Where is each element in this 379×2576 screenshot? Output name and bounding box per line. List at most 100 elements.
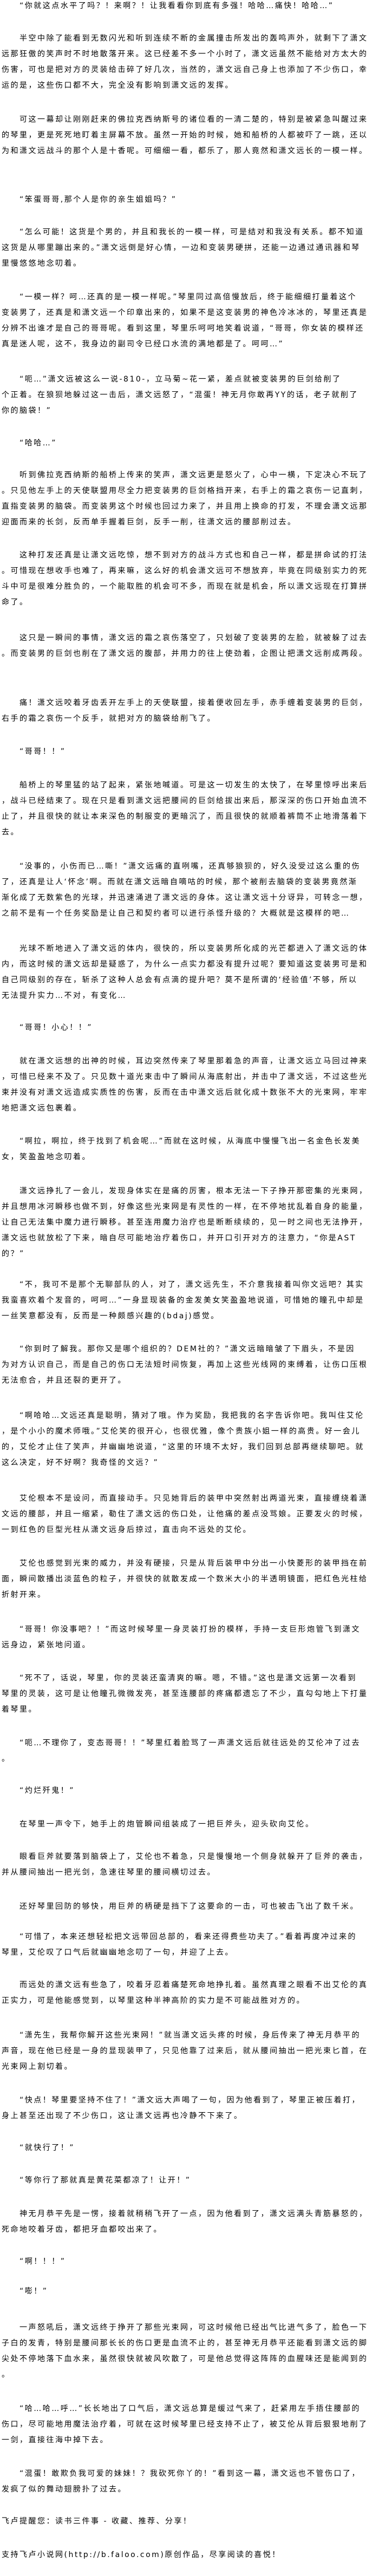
paragraph: 神无月恭平先是一愣，接着就稍稍飞开了一点，因为他看到了，潇文远满头青筋暴怒的，死… xyxy=(2,2209,379,2240)
text-line: 止了，并且很快的就让本来深色的制服变的更暗沉了，而且很快的就顺着裤筒不止地滑落着… xyxy=(2,812,368,821)
paragraph: “就快行了！” xyxy=(2,2143,379,2159)
footer-reminder-text: 飞卢提醒您：读书三件事 - 收藏、推荐、分享！ xyxy=(2,2517,192,2526)
text-line: 而远处的潇文远有些急了，咬着牙忍着痛楚死命地挣扎着。虽然真理之眼看不出艾伦的真 xyxy=(19,1981,368,1989)
text-line: 子白的发青，特别是腰间那长长的伤口更是血流不止的，甚至神无月恭平还能看到潇文远的… xyxy=(2,2339,368,2348)
paragraph: 这只是一瞬间的事情，潇文远的霜之哀伤落空了，只划破了变装男的左脸，就被躲了过去。… xyxy=(2,633,379,665)
text-line: “哥哥！！” xyxy=(19,747,66,756)
text-line: 死命地咬着牙齿，都把牙血都咬出来了。 xyxy=(2,2225,162,2234)
paragraph: 痛！潇文远咬着牙齿丢开左手上的天使联盟，接着便收回左手，赤手缠着变装男的巨剑，右… xyxy=(2,698,379,730)
text-line: 并从腰间抽出一把光剑，急速往琴里的腰间横切过去。 xyxy=(2,1868,216,1877)
paragraph: “快点！琴里要坚持不住了！”潇文远大声喝了一句，因为他看到了，琴里正被压着打， 身… xyxy=(2,2095,379,2127)
text-line: 面，瞬间散播出淡蓝色的粒子，并很快的就散发成一个数米大小的半透明镜面，把红色光柱… xyxy=(2,1575,368,1583)
paragraph: “混蛋！敢欺负我可爱的妹妹！？我砍死你丫的！”看到这一幕，潇文远也不管伤口了， 发… xyxy=(2,2469,379,2500)
text-line: “不，我可不是那个无聊部队的人，对了，潇文远先生，不介意我接着叫你文远吧？其实 xyxy=(19,1280,364,1289)
text-line: 右手的霜之哀伤一个反手，就把对方的脑袋给削飞了。 xyxy=(2,714,216,723)
text-line: “等你行了那就真是黄花菜都凉了！让开！” xyxy=(19,2176,191,2185)
text-line: ，是个小小的魔术师哦。”艾伦笑的很开心，也很优雅，像个贵族小姐一样的高贵。好一会… xyxy=(2,1427,361,1436)
text-line: 船桥上的琴里猛的站了起来，紧张地喊道。可是这一切发生的太快了，在琴里惊呼出来后 xyxy=(19,781,368,790)
text-line: 束并没有对潇文远造成实质性的伤害，反而在击中潇文远后就化成十数张不大的光束网，牢… xyxy=(2,1088,368,1097)
text-line: 之前不是有一个任务奖励是让自己和契约者可以进行杀怪升级的？大概就是这模样的吧… xyxy=(2,909,350,918)
paragraph: “哥哥！小心！！” xyxy=(2,1023,379,1039)
paragraph: “嘭！” xyxy=(2,2286,379,2302)
text-line: 真是迷人呢，这不，我身边的副司令已经口水流的满地都是了。呵呵…” xyxy=(2,340,284,349)
text-line: 无法愈合，并且还裂的更开了。 xyxy=(2,1376,127,1385)
paragraph: “可惜了，本来还想轻松把文远带回总部的，看来还得费些功夫了。”看着再度冲过来的琴… xyxy=(2,1932,379,1963)
text-line: 发疯了似的舞动翅膀扑了过去。 xyxy=(2,2485,127,2494)
text-line: 潇文远也就放松了下来，暗自尽可能地治疗着伤口，并开口引开对方的注意力，“你是AS… xyxy=(2,1234,356,1243)
text-line: 我蛮喜欢着个发音的，呵呵…”一身显现装备的金发美女笑盈盈地说道，可惜她的瞳孔中却… xyxy=(2,1296,364,1305)
text-line: 半空中除了能看到无数闪光和听到连续不断的金属撞击所发出的轰鸣声外，就剩下了潇文 xyxy=(19,34,368,43)
paragraph: 眼看巨斧就要落到脑袋上了，艾伦也不着急，只是慢慢地一个侧身就躲开了巨斧的袭击，并… xyxy=(2,1852,379,1883)
paragraph: 还好琴里回防的够快，用巨斧的柄硬是挡下了这要命的一击，可也被击飞出了数千米。 xyxy=(2,1902,379,1917)
text-line: “混蛋！敢欺负我可爱的妹妹！？我砍死你丫的！”看到这一幕，潇文远也不管伤口了， xyxy=(19,2469,361,2478)
text-line: 。 xyxy=(2,1754,11,1763)
paragraph: 船桥上的琴里猛的站了起来，紧张地喊道。可是这一切发生的太快了，在琴里惊呼出来后 ，… xyxy=(2,780,379,843)
paragraph: “啊！！！” xyxy=(2,2257,379,2272)
paragraph: “没事的，小伤而已…嘶！”潇文远痛的直咧嘴，还真够狼狈的，好久没受过这么重的伤了… xyxy=(2,862,379,924)
text-line: ，战斗已经结束了。现在只是看到潇文远把腰间的巨剑给拔出来后，那深深的伤口开始血流… xyxy=(2,797,368,805)
text-line: “哈…哈…呼…”长长地出了口气后，潇文远总算是缓过气来了，赶紧用左手捂住腰部的 xyxy=(19,2404,361,2413)
text-line: 一剑，直接往海中掉下去。 xyxy=(2,2436,109,2444)
text-line: 折射开来。 xyxy=(2,1591,47,1599)
text-line: 了，还真是让人‘怀念’啊。而就在潇文远暗自嘀咕的时候，那个被削去脑袋的变装男竟然… xyxy=(2,878,358,886)
text-line: “可惜了，本来还想轻松把文远带回总部的，看来还得费些功夫了。”看着再度冲过来的 xyxy=(19,1933,357,1941)
text-line: 的？” xyxy=(2,1250,25,1258)
paragraph: 在琴里一声令下，她手上的炮管瞬间组装成了一把巨斧头，迎头砍向艾伦。 xyxy=(2,1819,379,1835)
text-line: “快点！琴里要坚持不住了！”潇文远大声喝了一句，因为他看到了，琴里正被压着打， xyxy=(19,2096,361,2105)
text-line: “嘭！” xyxy=(19,2287,48,2296)
text-line: 艾伦也感觉到光束的威力，并没有硬接，只是从背后装甲中分出一小快菱形的装甲挡在前 xyxy=(19,1559,368,1568)
text-line: 潇文远挣扎了一会儿，发现身体实在是痛的厉害，根本无法一下子挣开那密集的光束网， xyxy=(19,1187,368,1195)
paragraph: “呃…不理你了，变态哥哥！！”琴里红着脸骂了一声潇文远后就往远处的艾伦冲了过去。 xyxy=(2,1738,379,1770)
text-line: 可这一幕却让刚刚赶来的佛拉克西纳斯号的诸位看的一清二楚的，特别是被紧急叫醒过来 xyxy=(19,115,368,124)
text-line: “你就这点水平了吗？！来啊？！让我看看你到底有多强！哈哈…痛快！哈哈…” xyxy=(19,2,334,10)
paragraph: “啊拉，啊拉，终于找到了机会呢…”而就在这时候，从海底中慢慢飞出一名金色长发美女… xyxy=(2,1136,379,1168)
paragraph: “哈哈…” xyxy=(2,438,379,454)
text-line: 变装男了，还真是和潇文远一个印章出来的，如果不是这变装男的神色冷冰冰的，琴里还真… xyxy=(2,308,368,317)
text-line: 身上甚至还出现了不少伤口，这让潇文远再也冷静不下来了。 xyxy=(2,2112,243,2120)
text-line: 听到佛拉克西纳斯的船桥上传来的笑声，潇文远更是怒火了，心中一横，下定决心不玩了 xyxy=(19,471,368,479)
text-line: 着琴里。 xyxy=(2,1705,37,1714)
paragraph: “哥哥！你没事吧？！”而这时候琴里一身灵装打扮的模样，手持一支巨形炮管飞到潇文远… xyxy=(2,1625,379,1656)
text-line: 地把潇文远包裹着。 xyxy=(2,1104,82,1113)
text-line: 为对方认识自己，而是自己的伤口无法短时间恢复，再加上这些光线网的束缚着，让伤口压… xyxy=(2,1361,368,1369)
text-line: 斗中可是很难分胜负的，一个能取胜的机会可不多，而现在就是机会，所以潇文远现在打算… xyxy=(2,582,368,591)
text-line: “就快行了！” xyxy=(19,2144,75,2152)
text-line: 这种打发还真是让潇文远吃惊，想不到对方的战斗方式也和自己一样，都是拼命试的打法 xyxy=(19,551,368,560)
paragraph: “啊哈哈…文远还真是聪明，猜对了哦。作为奖励，我把我的名字告诉你吧。我叫住艾伦，… xyxy=(2,1411,379,1474)
text-line: 伤害，可也是把对方的灵装给击碎了好几次，当然的，潇文远自己身上也添加了不少伤口，… xyxy=(2,65,368,74)
text-line: “怎么可能！这货是个男的，并且和我长的一模一样，可是结对和我没有关系。都不知道 xyxy=(19,228,364,236)
text-line: 还好琴里回防的够快，用巨斧的柄硬是挡下了这要命的一击，可也被击飞出了数千米。 xyxy=(19,1902,359,1911)
text-line: 女，笑盈盈地念叨着。 xyxy=(2,1153,91,1161)
text-line: “哈哈…” xyxy=(19,439,57,448)
text-line: 迎面而来的长剑，反而单手握着巨剑，反手一削，往潇文远的腰部削过去。 xyxy=(2,518,297,527)
text-line: 就在潇文远想的出神的时候，耳边突然传来了琴里那着急的声音，让潇文远立马回过神来 xyxy=(19,1057,368,1066)
text-line: “一模一样？呵…还真的是一模一样呢。”琴里同过高倍慢放后，终于能细细打量着这个 xyxy=(19,293,357,301)
paragraph: “死不了，话说，琴里，你的灵装还蛮清爽的嘛。嗯，不错。”这也是潇文远第一次看到琴… xyxy=(2,1673,379,1720)
paragraph: 这种打发还真是让潇文远吃惊，想不到对方的战斗方式也和自己一样，都是拼命试的打法。… xyxy=(2,550,379,613)
paragraph: “怎么可能！这货是个男的，并且和我长的一模一样，可是结对和我没有关系。都不知道这… xyxy=(2,227,379,274)
paragraph: “哥哥！！” xyxy=(2,747,379,763)
text-line: 的，艾伦才止住了笑声，并幽幽地说道，“这里的环境不太好，我们回到总部再继续聊吧。… xyxy=(2,1443,364,1451)
paragraph: 潇文远挣扎了一会儿，发现身体实在是痛的厉害，根本无法一下子挣开那密集的光束网，并… xyxy=(2,1186,379,1265)
text-line: 。可惜现在想收手也难了，再来嘛，这么好的机会潇文远可不想放弃，毕竟在同级别实力的… xyxy=(2,567,368,575)
text-line: 分辨不出谁才是自己的哥哥呢。看到这里，琴里乐呵呵地笑着说道，“哥哥，你女装的模样… xyxy=(2,324,364,333)
text-line: “呃…不理你了，变态哥哥！！”琴里红着脸骂了一声潇文远后就往远处的艾伦冲了过去 xyxy=(19,1739,361,1747)
footer-support: 支持飞卢小说网(http://b.faloo.com)原创作品，尽享阅读的喜悦！ xyxy=(2,2550,379,2566)
text-line: 正实力，可是他能感觉到，以琴里这种半神高阶的实力是不可能战胜对方的。 xyxy=(2,1996,305,2005)
text-line: “没事的，小伤而已…嘶！”潇文远痛的直咧嘴，还真够狼狈的，好久没受过这么重的伤 xyxy=(19,862,361,871)
paragraph: 而远处的潇文远有些急了，咬着牙忍着痛楚死命地挣扎着。虽然真理之眼看不出艾伦的真正… xyxy=(2,1980,379,2012)
text-line: 伤口，尽可能地用魔法治疗着，可就在这时候琴里已经支持不止了，被艾伦从背后狠狠地削… xyxy=(2,2420,368,2429)
paragraph: 就在潇文远想的出神的时候，耳边突然传来了琴里那着急的声音，让潇文远立马回过神来 ，… xyxy=(2,1056,379,1119)
text-line: 直指变装男的脑袋。而变装男这个时候也回过力来了，并且用上换命的打发，不理会潇文远… xyxy=(2,502,368,511)
text-line: “潇先生，我帮你解开这些光束网！”就当潇文远头疼的时候，身后传来了神无月恭平的 xyxy=(19,2031,361,2040)
text-line: 。只见他左手上的天使联盟用尽全力把变装男的巨剑格挡开来，右手上的霜之哀伤一记直刺… xyxy=(2,487,368,495)
text-line: 你的脑袋！” xyxy=(2,406,52,415)
paragraph: “笨蛋哥哥,那个人是你的亲生姐姐吗？” xyxy=(2,195,379,211)
text-line: 远身边，紧张地问道。 xyxy=(2,1641,91,1650)
text-line: ，可惜已经来不及了。只见数十道光束击中了瞬间从海底射出，并击中了潇文远，不过这些… xyxy=(2,1073,368,1081)
paragraph: “等你行了那就真是黄花菜都凉了！让开！” xyxy=(2,2176,379,2191)
text-line: 艾伦根本不是设问，而直接动手。只见她背后的装甲中突然射出两道光束，直接缠绕着潇 xyxy=(19,1494,368,1503)
text-line: 尖处不停地落下血水来，虽然很快就被风吹散了，可是他总觉得这阵阵的血腥味还是能闻到… xyxy=(2,2355,368,2363)
paragraph: “你到时了解我。那你又是哪个组织的？DEM社的？”潇文远暗暗皱了下眉头，不是因为… xyxy=(2,1344,379,1391)
text-line: 一声怒吼后，潇文远终于挣开了那些光束网，可这时候他已经出气比进气多了，脸色一下 xyxy=(19,2323,368,2332)
